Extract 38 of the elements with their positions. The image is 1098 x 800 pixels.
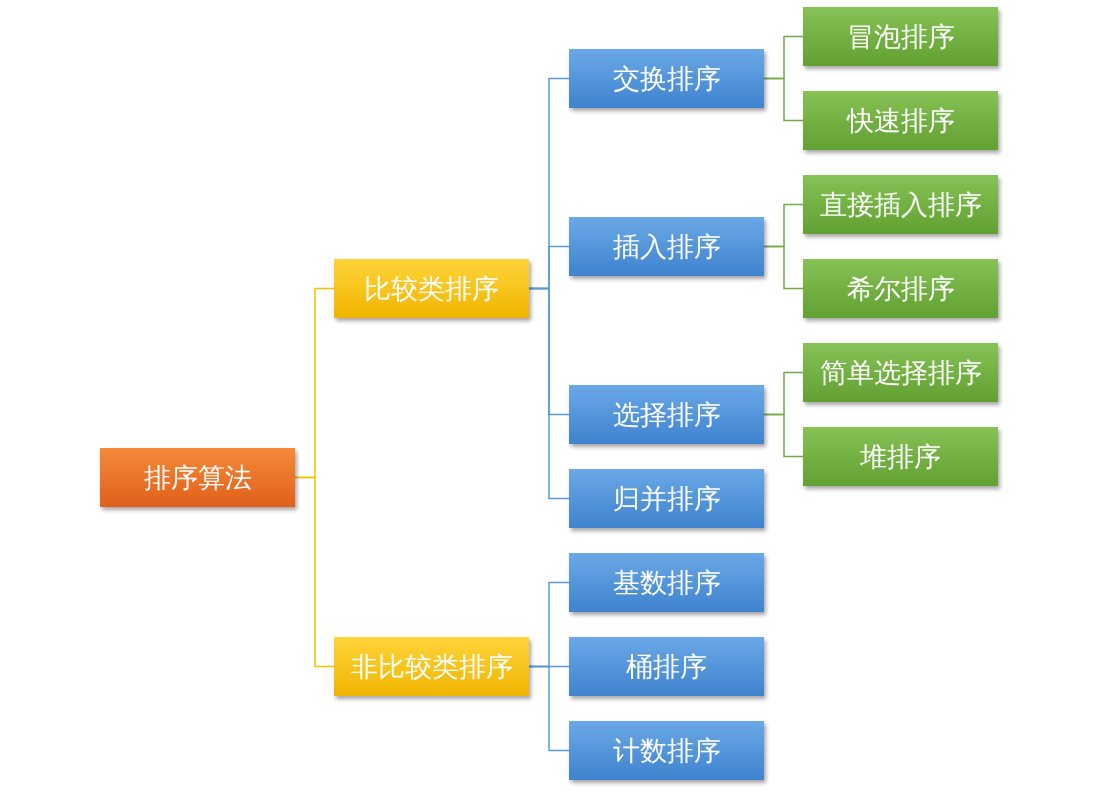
node-label: 冒泡排序 [846,19,955,54]
node-label: 归并排序 [612,481,721,516]
node-box [334,259,529,318]
node-label: 比较类排序 [364,271,499,306]
node-box [569,637,764,696]
node-label: 堆排序 [860,439,941,474]
node-label: 快速排序 [846,103,955,138]
node-label: 选择排序 [612,397,721,432]
node-box [569,553,764,612]
node-box [803,259,998,318]
node-label: 基数排序 [612,565,721,600]
node-box [569,49,764,108]
node-box [803,175,998,234]
node-box [803,343,998,402]
node-label: 插入排序 [612,229,721,264]
node-box [803,91,998,150]
node-label: 希尔排序 [846,271,955,306]
node-label: 计数排序 [612,733,721,768]
connector-line [763,245,804,290]
node-label: 桶排序 [626,649,707,684]
node-label: 交换排序 [612,61,721,96]
node-label: 简单选择排序 [819,355,982,390]
node-label: 排序算法 [143,460,252,495]
node-box [803,7,998,66]
node-box [569,721,764,780]
node-box [334,637,529,696]
node-box [100,448,295,507]
connector-line [294,476,335,668]
node-box [569,217,764,276]
connector-line [528,665,570,752]
node-box [569,385,764,444]
node-box [803,427,998,486]
connector-line [763,77,804,122]
connector-line [528,287,570,500]
connector-line [763,413,804,458]
node-label: 直接插入排序 [819,187,982,222]
node-label: 非比较类排序 [350,649,513,684]
node-box [569,469,764,528]
